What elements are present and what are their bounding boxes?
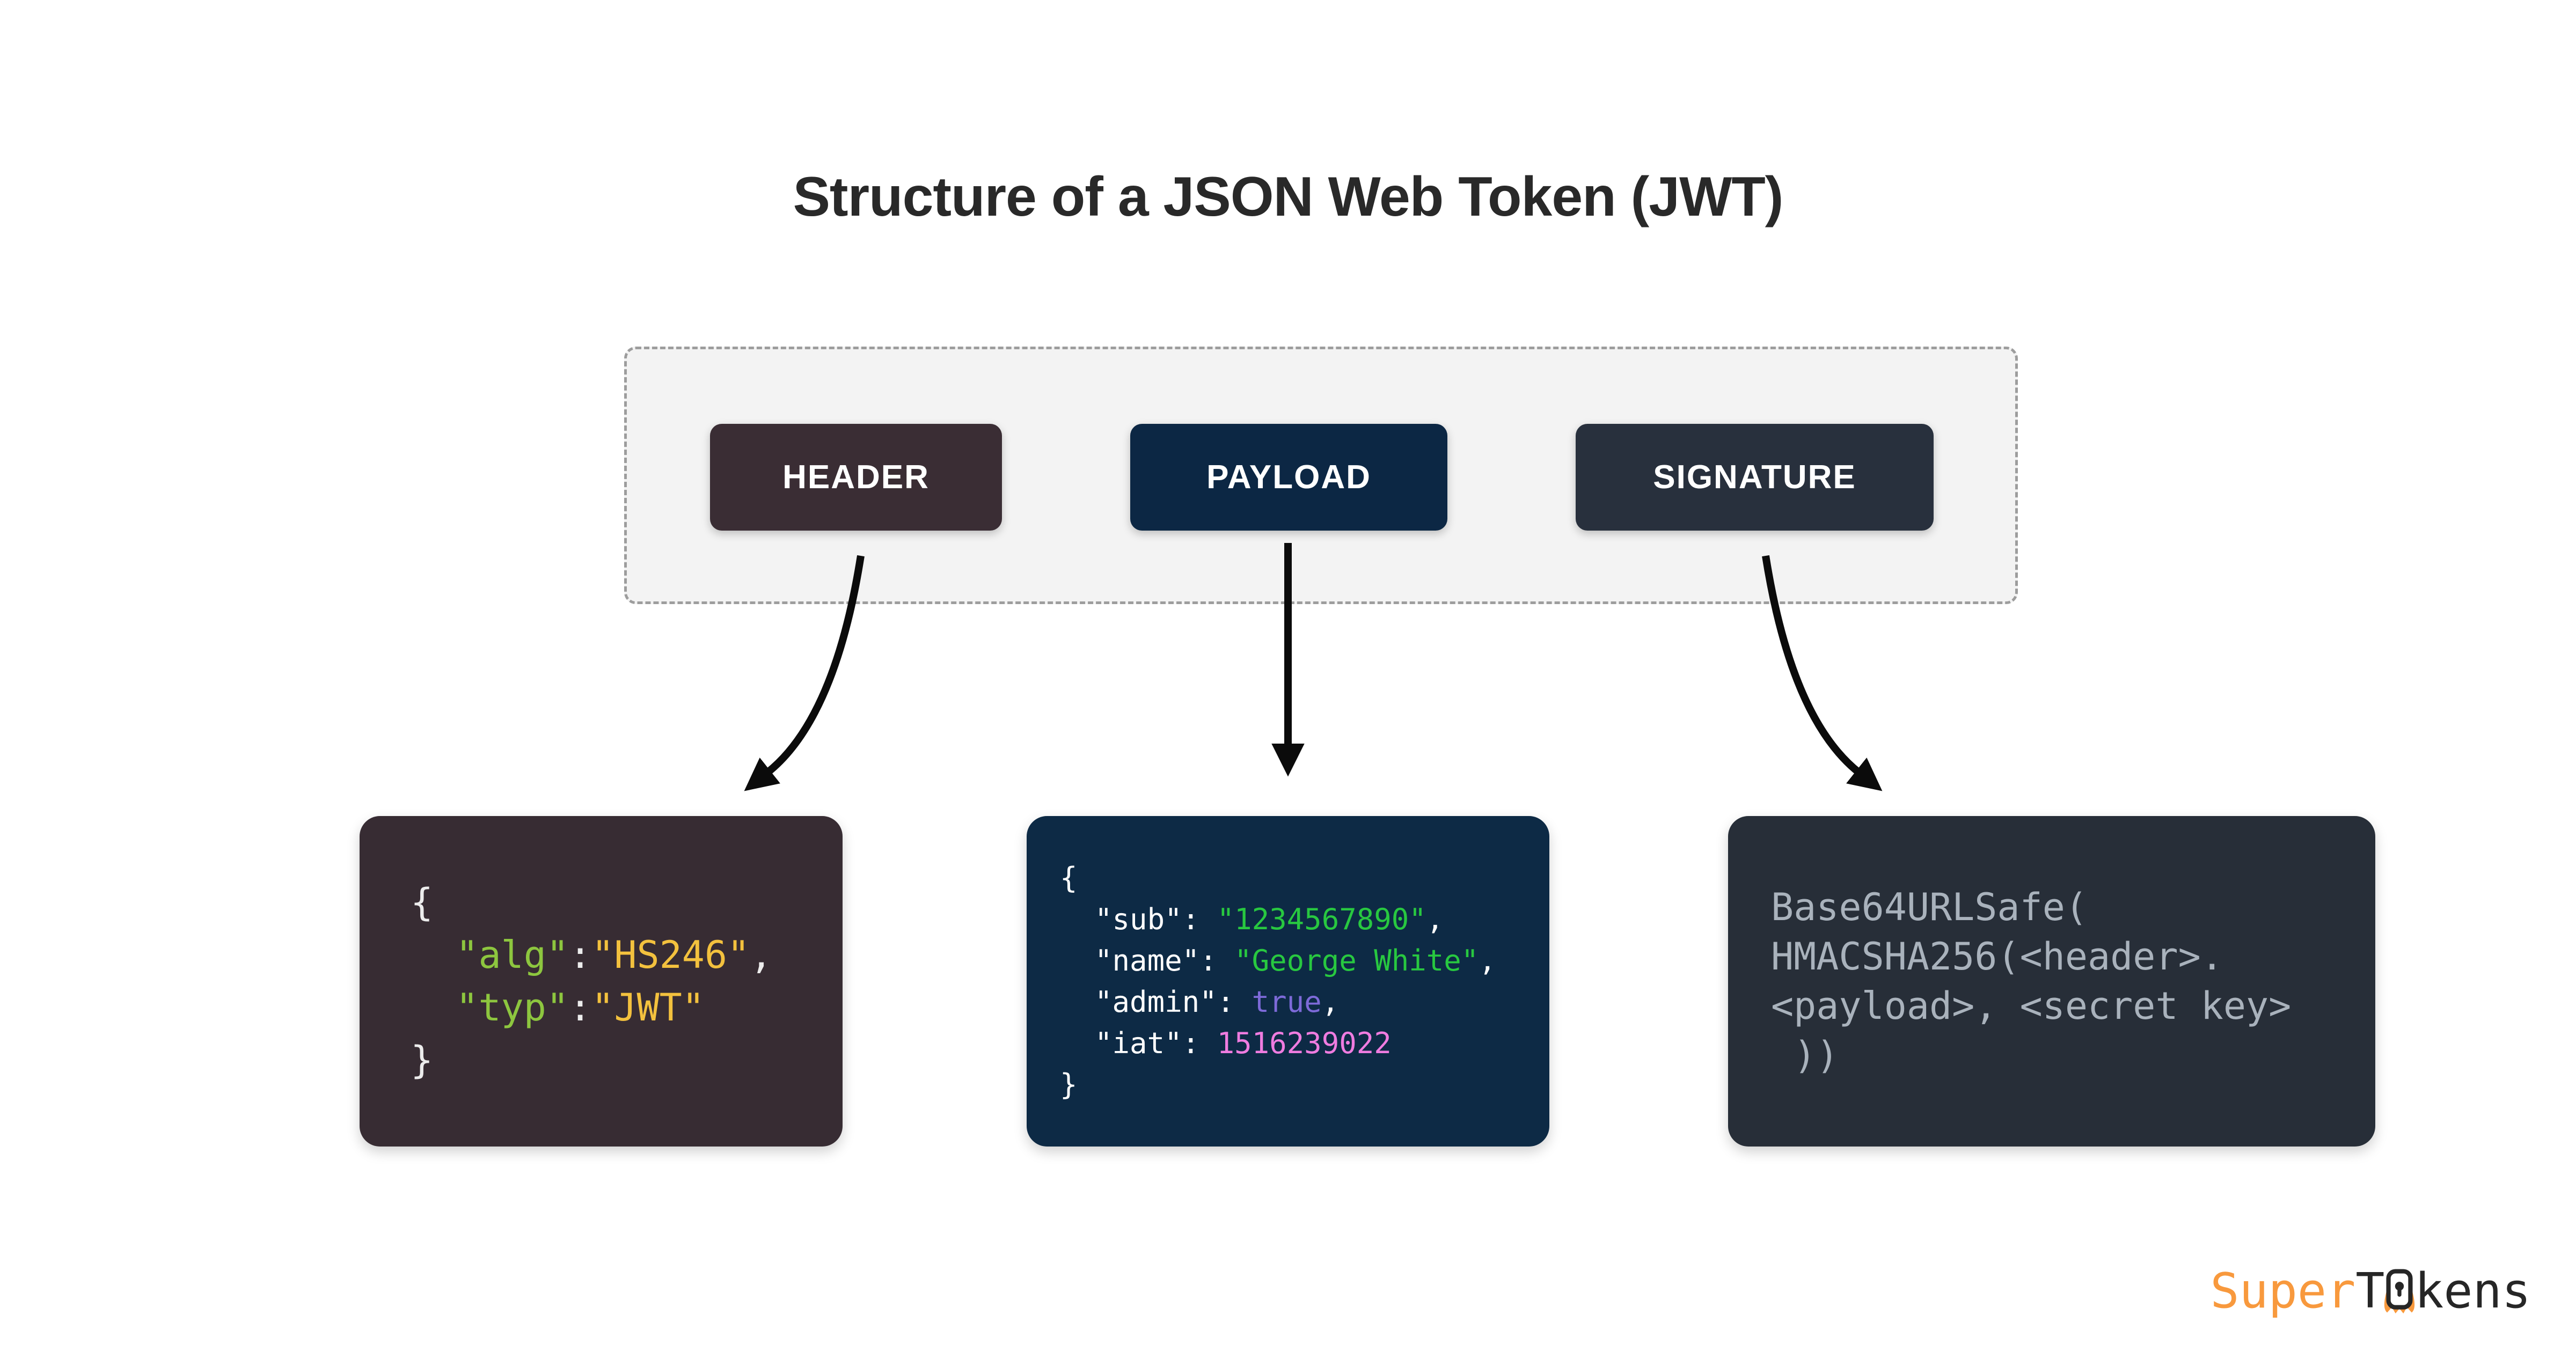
signature-part-label: SIGNATURE: [1653, 459, 1856, 496]
logo-super-text: Super: [2210, 1263, 2356, 1319]
signature-code-box: Base64URLSafe(HMACSHA256(<header>.<paylo…: [1728, 816, 2375, 1147]
payload-code-box: { "sub": "1234567890", "name": "George W…: [1027, 816, 1549, 1147]
page-title: Structure of a JSON Web Token (JWT): [793, 166, 1784, 228]
logo-t-text: T: [2355, 1263, 2385, 1319]
signature-part-pill: SIGNATURE: [1576, 424, 1934, 531]
payload-code: { "sub": "1234567890", "name": "George W…: [1060, 861, 1496, 1101]
payload-part-label: PAYLOAD: [1206, 459, 1371, 496]
header-part-label: HEADER: [782, 459, 930, 496]
payload-part-pill: PAYLOAD: [1130, 424, 1447, 531]
header-code: { "alg":"HS246", "typ":"JWT"}: [411, 880, 773, 1082]
lock-keyhole-icon: [2384, 1269, 2415, 1314]
logo-kens-text: kens: [2414, 1263, 2531, 1319]
supertokens-logo: SuperT kens: [2210, 1267, 2531, 1316]
signature-code: Base64URLSafe(HMACSHA256(<header>.<paylo…: [1771, 885, 2292, 1077]
header-code-box: { "alg":"HS246", "typ":"JWT"}: [360, 816, 843, 1147]
header-part-pill: HEADER: [710, 424, 1002, 531]
